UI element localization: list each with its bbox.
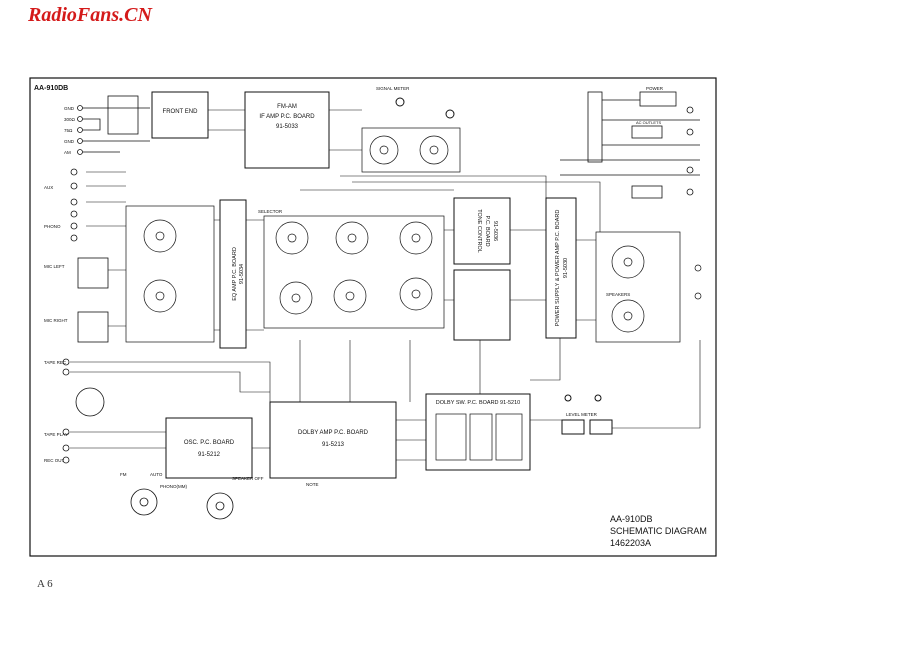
speaker-switch-bank xyxy=(595,231,702,343)
tone-pcb-label: P.C. BOARD xyxy=(484,215,490,246)
dolby-sw-label: DOLBY SW. P.C. BOARD 91-5210 xyxy=(436,400,520,406)
antenna-labels: GND 300Ω 75Ω GND AM xyxy=(64,106,76,155)
lamp-icon xyxy=(445,109,455,119)
dolby-sw-switches xyxy=(435,413,523,461)
svg-text:PHONO: PHONO xyxy=(44,224,61,229)
psu-label: POWER SUPPLY & POWER AMP P.C. BOARD xyxy=(555,210,561,327)
svg-text:75Ω: 75Ω xyxy=(64,128,73,133)
svg-text:GND: GND xyxy=(64,106,75,111)
front-end-label: FRONT END xyxy=(163,109,199,115)
input-jacks xyxy=(62,168,109,464)
svg-text:AUX: AUX xyxy=(44,185,53,190)
osc-number: 91-5212 xyxy=(198,452,221,458)
svg-text:TAPE REC: TAPE REC xyxy=(44,360,67,365)
title-block: AA-910DB SCHEMATIC DIAGRAM 1462203A xyxy=(610,514,707,548)
svg-text:AM: AM xyxy=(64,150,71,155)
power-amp-board xyxy=(545,197,577,339)
power-label: POWER xyxy=(646,86,664,91)
if-amp-label: IF AMP P.C. BOARD xyxy=(259,114,315,120)
dolby-amp-board xyxy=(269,401,397,479)
ac-outlets-label: AC OUTLETS xyxy=(636,120,661,125)
eq-amp-label: EQ AMP P.C. BOARD xyxy=(232,247,238,301)
level-meter-label: LEVEL METER xyxy=(566,412,598,417)
svg-text:TAPE PLAY: TAPE PLAY xyxy=(44,432,68,437)
auto-tag: AUTO xyxy=(150,472,163,477)
signal-meter-label: SIGNAL METER xyxy=(376,86,410,91)
speakers-label: SPEAKERS xyxy=(606,292,630,297)
eq-amp-board xyxy=(219,199,247,349)
note-label: NOTE xyxy=(306,482,319,487)
svg-text:300Ω: 300Ω xyxy=(64,117,76,122)
dolby-amp-number: 91-5213 xyxy=(322,442,345,448)
fm-tag: FM xyxy=(120,472,127,477)
power-section xyxy=(560,91,700,199)
dolby-sw-board xyxy=(425,393,531,471)
tone-number: 91-5036 xyxy=(492,221,498,241)
input-selector-switches xyxy=(125,205,215,343)
svg-text:REC OUT: REC OUT xyxy=(44,458,65,463)
selector-knob-icon xyxy=(130,488,234,520)
page-number: A 6 xyxy=(37,578,53,590)
psu-number: 91-5030 xyxy=(563,258,569,278)
watermark: RadioFans.CN xyxy=(28,4,152,26)
antenna-terminals xyxy=(77,95,150,155)
dolby-amp-label: DOLBY AMP P.C. BOARD xyxy=(298,430,369,436)
svg-text:GND: GND xyxy=(64,139,75,144)
jack-labels: AUX PHONO MIC LEFT MIC RIGHT TAPE REC TA… xyxy=(44,185,68,463)
title-number: 1462203A xyxy=(610,538,651,548)
model-tag: AA-910DB xyxy=(34,85,68,92)
osc-board xyxy=(165,417,253,479)
selector-label: SELECTOR xyxy=(258,209,283,214)
diagram-frame xyxy=(29,77,717,557)
filter-board xyxy=(453,269,511,341)
tone-control-board xyxy=(453,197,511,265)
front-end-board xyxy=(151,91,209,139)
signal-meter-icon xyxy=(395,97,405,107)
speaker-off-tag: SPEAKER OFF xyxy=(232,476,264,481)
svg-text:MIC RIGHT: MIC RIGHT xyxy=(44,318,68,323)
level-meter-left xyxy=(561,419,585,435)
rotary-switch-top xyxy=(361,127,461,173)
if-amp-number: 91-5033 xyxy=(276,124,299,130)
tone-label: TONE CONTROL xyxy=(476,209,482,253)
selector-switch-bank xyxy=(263,215,445,329)
eq-amp-number: 91-5034 xyxy=(239,264,245,284)
title-text: SCHEMATIC DIAGRAM xyxy=(610,526,707,536)
phono-tag: PHONO(MM) xyxy=(160,484,187,489)
osc-label: OSC. P.C. BOARD xyxy=(184,440,235,446)
lamp-icon xyxy=(594,394,602,402)
svg-text:MIC LEFT: MIC LEFT xyxy=(44,264,65,269)
lamp-icon xyxy=(564,394,572,402)
title-model: AA-910DB xyxy=(610,514,653,524)
fm-am-label: FM-AM xyxy=(277,104,297,110)
level-meter-right xyxy=(589,419,613,435)
wiring xyxy=(70,109,701,461)
